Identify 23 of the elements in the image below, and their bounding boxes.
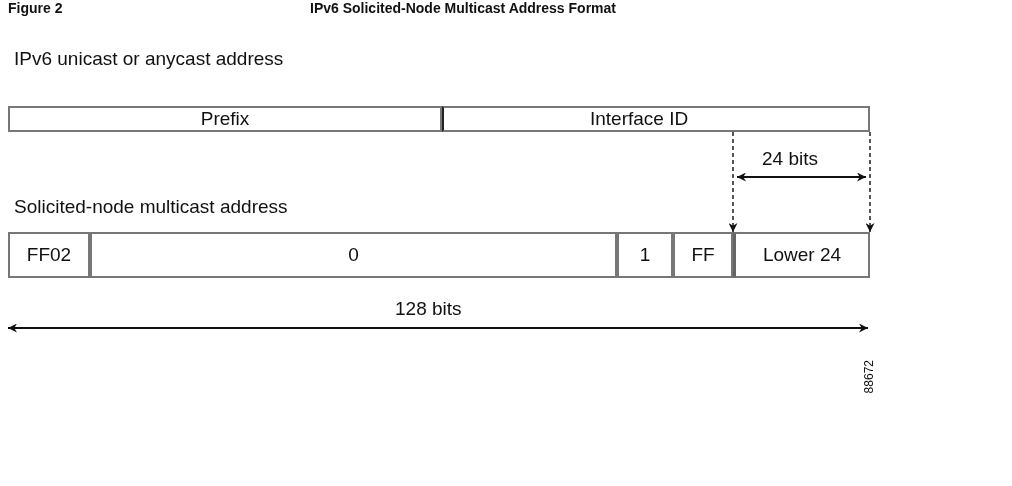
label-text: Solicited-node multicast address	[14, 196, 288, 218]
address-field	[8, 106, 442, 132]
label-text: 128 bits	[395, 298, 462, 320]
address-field	[617, 232, 673, 278]
dashed-arrow	[728, 131, 738, 233]
figure-label: Figure 2	[8, 0, 63, 16]
address-field	[733, 232, 870, 278]
address-field	[673, 232, 733, 278]
address-field	[8, 232, 90, 278]
figure-title: IPv6 Solicited-Node Multicast Address Format	[310, 0, 616, 16]
field-label: Interface ID	[590, 108, 689, 130]
field-label: 1	[639, 244, 651, 266]
figure-number: 88672	[862, 360, 876, 394]
field-label: FF02	[26, 244, 72, 266]
address-field	[442, 106, 870, 132]
field-label: FF	[691, 244, 715, 266]
label-text: IPv6 unicast or anycast address	[14, 48, 284, 70]
field-label: 0	[348, 244, 359, 266]
label-text: 24 bits	[762, 148, 818, 170]
field-label: Lower 24	[762, 244, 842, 266]
dashed-arrow	[865, 131, 875, 233]
address-field	[90, 232, 617, 278]
field-label: Prefix	[200, 108, 250, 130]
